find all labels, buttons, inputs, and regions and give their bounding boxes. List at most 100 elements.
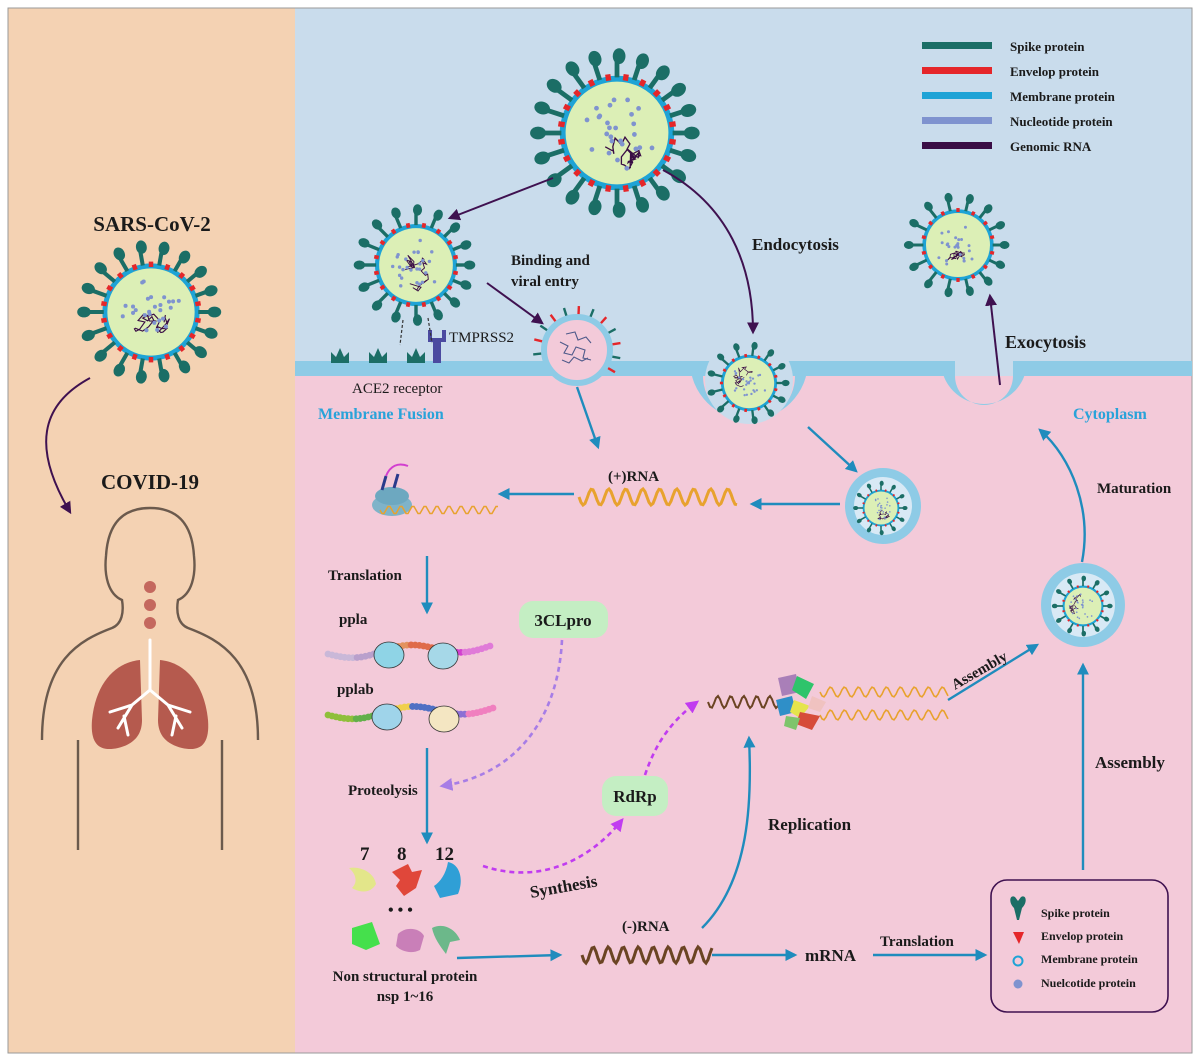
binding-entry-line1: Binding and bbox=[511, 253, 590, 269]
3clpro-box bbox=[519, 601, 608, 638]
box-nucleotide-icon bbox=[1013, 979, 1023, 989]
box-label-envelop: Envelop protein bbox=[1041, 929, 1123, 943]
arrow-fusion-to-rna bbox=[575, 386, 601, 450]
legend-swatch-spike bbox=[922, 42, 992, 49]
nsp-pink-shape bbox=[396, 928, 424, 953]
maturation-label: Maturation bbox=[1097, 481, 1172, 497]
virus-exocytosed bbox=[903, 192, 1010, 298]
box-label-nucleotide: Nuelcotide protein bbox=[1041, 976, 1136, 990]
arrow-maturation bbox=[1038, 428, 1086, 563]
arrow-binding-entry bbox=[486, 282, 544, 325]
replication-label: Replication bbox=[768, 815, 852, 834]
mature-virion-vesicle bbox=[1041, 563, 1125, 647]
virus-sars-cov-2-left bbox=[77, 240, 222, 384]
box-envelop-icon bbox=[1013, 932, 1024, 944]
exocytosis-label: Exocytosis bbox=[1005, 332, 1086, 352]
arrow-synthesis-dashed bbox=[482, 817, 624, 874]
rdrp-box bbox=[602, 776, 668, 816]
nsp-number-12: 12 bbox=[435, 844, 454, 865]
membrane-fusion-virion bbox=[533, 305, 621, 386]
nsp-number-8: 8 bbox=[397, 844, 407, 865]
cytoplasm-label: Cytoplasm bbox=[1073, 406, 1147, 423]
legend-label-membrane: Membrane protein bbox=[1010, 89, 1116, 104]
box-label-spike: Spike protein bbox=[1041, 906, 1110, 920]
plus-rna-strand bbox=[577, 486, 738, 508]
legend-swatch-membrane bbox=[922, 92, 992, 99]
assembly-label-right: Assembly bbox=[1095, 753, 1165, 772]
human-body-icon bbox=[40, 506, 260, 850]
arrow-pit-to-endosome bbox=[807, 426, 858, 473]
extracellular-background bbox=[295, 8, 1192, 373]
arrow-virus-to-disease bbox=[45, 377, 91, 515]
replication-rna-product-1 bbox=[819, 686, 949, 698]
arrow-nsp-to-minus-rna bbox=[456, 949, 563, 962]
replication-rna-product-2 bbox=[819, 709, 949, 721]
arrow-exocytosis bbox=[985, 293, 1001, 386]
3clpro-label: 3CLpro bbox=[534, 611, 591, 630]
structural-protein-box: Spike protein Envelop protein Membrane p… bbox=[990, 879, 1169, 1013]
arrow-rdrp-dashed bbox=[643, 700, 700, 776]
left-panel-background bbox=[8, 8, 295, 1053]
virus-binding-ace2 bbox=[353, 204, 476, 326]
airway-dot-1 bbox=[144, 581, 156, 593]
membrane-fusion-label: Membrane Fusion bbox=[318, 406, 444, 423]
ribosome-icon bbox=[372, 463, 498, 516]
bronchi-icon bbox=[108, 638, 192, 737]
polyprotein-pplab bbox=[324, 703, 497, 733]
legend-swatch-genomic-rna bbox=[922, 142, 992, 149]
legend-swatch-envelop bbox=[922, 67, 992, 74]
replication-complex bbox=[776, 674, 826, 730]
receptor-binding-dashes bbox=[399, 317, 433, 346]
box-label-membrane: Membrane protein bbox=[1041, 952, 1138, 966]
legend-swatch-nucleotide bbox=[922, 117, 992, 124]
endosome-vesicle bbox=[845, 468, 921, 544]
arrow-replication bbox=[701, 735, 756, 929]
legend-label-envelop: Envelop protein bbox=[1010, 64, 1100, 79]
legend-label-nucleotide: Nucleotide protein bbox=[1010, 114, 1113, 129]
endocytosis-label: Endocytosis bbox=[752, 235, 839, 254]
box-membrane-icon bbox=[1012, 955, 1024, 967]
airway-dot-3 bbox=[144, 617, 156, 629]
nsp-teal-shape bbox=[432, 925, 460, 954]
ppla-label: ppla bbox=[339, 612, 368, 628]
minus-rna-label: (-)RNA bbox=[622, 919, 670, 935]
binding-entry-line2: viral entry bbox=[511, 274, 579, 290]
arrow-3clpro-dashed bbox=[439, 639, 564, 791]
legend-label-spike: Spike protein bbox=[1010, 39, 1085, 54]
legend-label-genomic-rna: Genomic RNA bbox=[1010, 139, 1092, 154]
arrow-endocytosis bbox=[662, 169, 759, 335]
box-spike-icon bbox=[1010, 896, 1026, 920]
nsp-number-7: 7 bbox=[360, 844, 370, 865]
replication-rna-template bbox=[707, 694, 781, 710]
arrow-to-binding bbox=[447, 177, 554, 221]
pplab-label: pplab bbox=[337, 682, 374, 698]
disease-title: COVID-19 bbox=[101, 470, 199, 494]
nsp-7-shape bbox=[349, 867, 376, 892]
virus-in-endocytosis-pit bbox=[707, 341, 790, 425]
virus-title: SARS-CoV-2 bbox=[93, 212, 210, 236]
translation-label-bottom: Translation bbox=[880, 934, 955, 950]
airway-dot-2 bbox=[144, 599, 156, 611]
nsp-caption-line1: Non structural protein bbox=[333, 969, 478, 985]
nsp-caption-line2: nsp 1~16 bbox=[377, 989, 434, 1005]
mrna-label: mRNA bbox=[805, 946, 857, 965]
nsp-12-shape bbox=[434, 862, 461, 898]
legend: Spike protein Envelop protein Membrane p… bbox=[922, 39, 1116, 154]
nsp-8-shape bbox=[392, 864, 422, 896]
nsp-green-shape bbox=[352, 922, 380, 950]
right-lung-icon bbox=[158, 660, 209, 750]
rdrp-label: RdRp bbox=[613, 787, 656, 806]
nsp-ellipsis: • • • bbox=[388, 902, 413, 919]
ace2-label: ACE2 receptor bbox=[352, 381, 442, 397]
left-lung-icon bbox=[91, 660, 142, 750]
minus-rna-strand bbox=[580, 944, 714, 966]
exocytosis-pit-opening bbox=[955, 361, 1013, 376]
polyprotein-ppla bbox=[324, 641, 494, 670]
tmprss2-label: TMPRSS2 bbox=[449, 330, 514, 346]
outer-frame bbox=[7, 7, 1193, 1054]
plus-rna-label: (+)RNA bbox=[608, 469, 659, 485]
tmprss2-receptor bbox=[428, 330, 446, 363]
translation-label-top: Translation bbox=[328, 568, 403, 584]
virus-extracellular-top bbox=[530, 48, 700, 218]
